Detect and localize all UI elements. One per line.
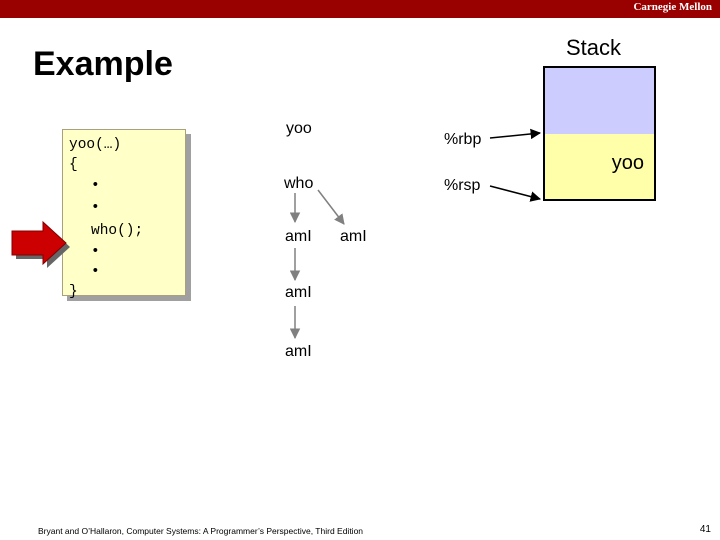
slide-title: Example <box>33 45 173 83</box>
stack-frame-yoo: yoo <box>545 134 654 199</box>
call-tree-node-yoo: yoo <box>286 120 312 137</box>
register-rsp-label: %rsp <box>444 177 481 194</box>
code-line-open-brace: { <box>69 157 78 173</box>
call-tree-node-ami: amI <box>285 284 312 301</box>
code-line-signature: yoo(…) <box>69 137 122 153</box>
code-box: yoo(…) { • • who(); • • } <box>62 129 186 300</box>
stack-diagram: yoo <box>543 66 656 201</box>
footer-citation: Bryant and O’Hallaron, Computer Systems:… <box>38 526 364 536</box>
header-bar: Carnegie Mellon <box>0 0 720 18</box>
code-line-call-who: who(); <box>91 223 144 239</box>
stack-label: Stack <box>566 35 622 60</box>
code-line-dot: • <box>91 200 100 216</box>
code-line-dot: • <box>91 178 100 194</box>
rsp-pointer-arrow <box>489 185 542 202</box>
current-line-arrow-icon <box>11 220 67 266</box>
call-tree-node-who: who <box>284 175 314 192</box>
page-number: 41 <box>699 524 711 535</box>
rbp-pointer-arrow <box>489 128 542 140</box>
code-line-dot: • <box>91 264 100 280</box>
register-rbp-label: %rbp <box>444 131 482 148</box>
call-tree-node-ami: amI <box>285 228 312 245</box>
call-tree-node-ami: amI <box>340 228 367 245</box>
brand-label: Carnegie Mellon <box>633 1 712 13</box>
stack-frame-label: yoo <box>611 152 644 174</box>
code-line-close-brace: } <box>69 284 78 300</box>
tree-edge-who-ami-right <box>317 189 345 225</box>
call-tree-node-ami: amI <box>285 343 312 360</box>
code-line-dot: • <box>91 244 100 260</box>
